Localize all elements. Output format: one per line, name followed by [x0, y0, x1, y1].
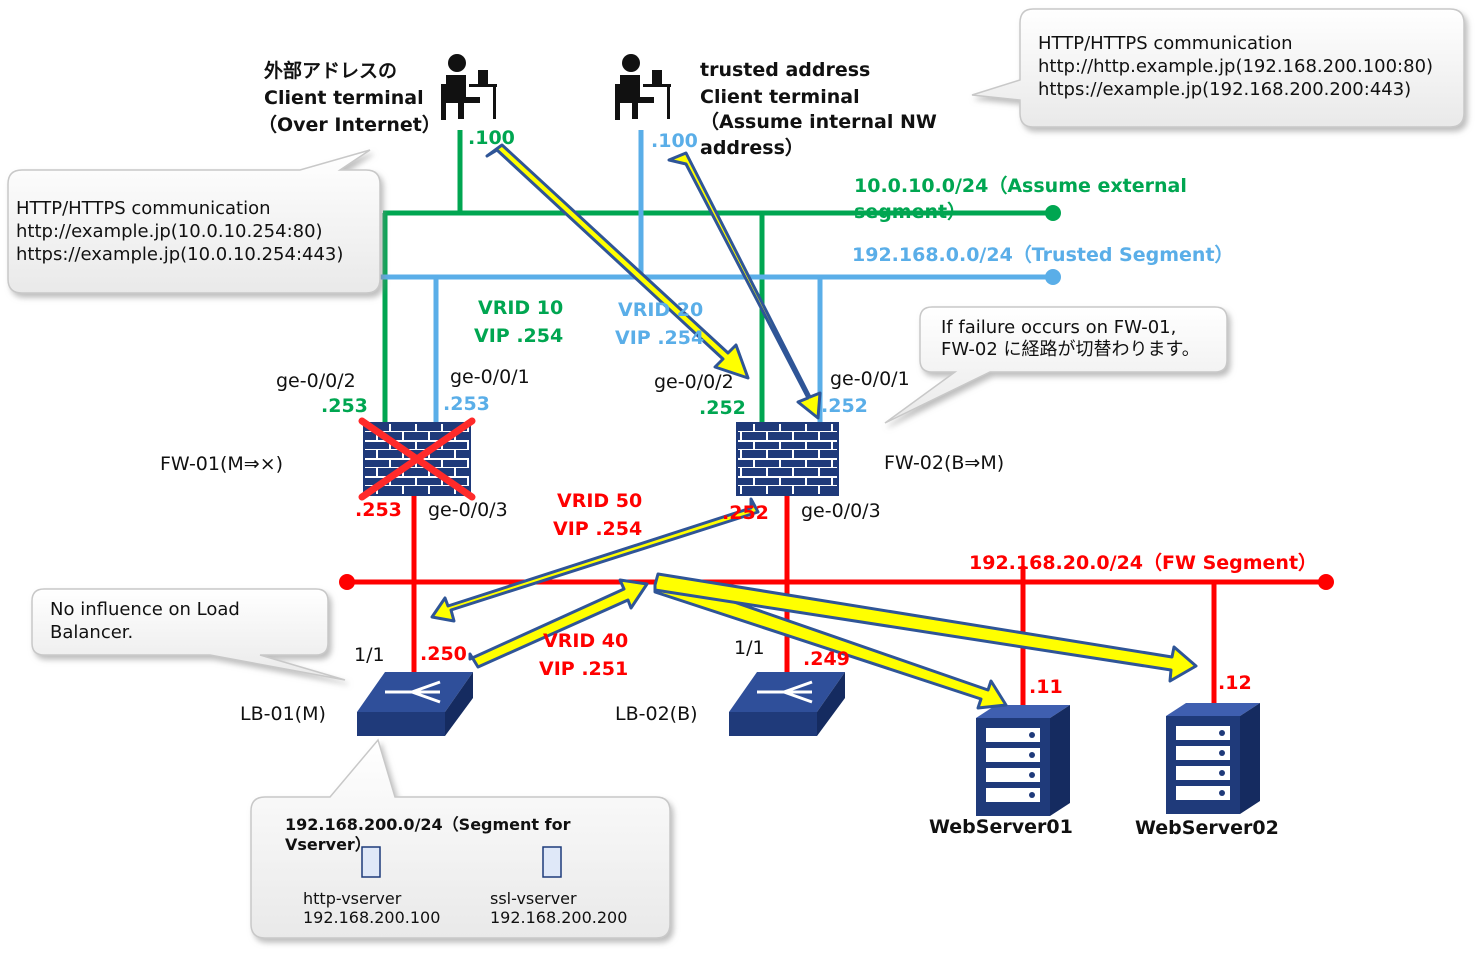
external-client-label-2: Client terminal	[264, 87, 424, 109]
lb-callout-line-1: No influence on Load	[50, 599, 240, 620]
lb01-port: 1/1	[354, 644, 385, 666]
ssl-vserver-icon	[542, 846, 562, 878]
http-vserver-name: http-vserver	[303, 889, 402, 908]
lb02-icon	[729, 672, 845, 736]
segment-end-dot	[1045, 205, 1061, 221]
vrid50-vip: VIP .254	[553, 518, 642, 540]
fw02-icon	[736, 422, 839, 496]
vserver-title-2: Vserver）	[285, 835, 371, 854]
web01-name: WebServer01	[929, 816, 1073, 838]
trusted-client-ip: .100	[651, 130, 698, 152]
vserver-title-1: 192.168.200.0/24（Segment for	[285, 815, 571, 834]
fw01-ge2-ip: .253	[321, 395, 368, 417]
trusted-client-label-3: （Assume internal NW	[700, 110, 937, 133]
fw01-icon	[358, 417, 476, 501]
trusted-segment-label: 192.168.0.0/24（Trusted Segment）	[852, 243, 1234, 266]
vrid20-label: VRID 20	[618, 299, 703, 321]
external-segment-label-2: segment）	[854, 200, 966, 223]
fw02-ge1-label: ge-0/0/1	[830, 368, 910, 390]
fw-segment-label: 192.168.20.0/24（FW Segment）	[969, 551, 1317, 574]
http-vserver-icon	[361, 846, 381, 878]
vrid10-vip: VIP .254	[474, 325, 563, 347]
fw02-ge3-ip: .252	[722, 502, 769, 524]
lb02-port: 1/1	[734, 637, 765, 659]
external-callout-line-2: http://example.jp(10.0.10.254:80)	[16, 221, 323, 242]
lb02-name: LB-02(B)	[615, 703, 698, 725]
trusted-http-callout	[971, 8, 1465, 128]
trusted-client-icon	[615, 54, 671, 120]
trusted-callout-line-2: http://http.example.jp(192.168.200.100:8…	[1038, 56, 1433, 77]
external-client-ip: .100	[468, 127, 515, 149]
lb01-name: LB-01(M)	[240, 703, 326, 725]
trusted-client-label-4: address）	[700, 136, 804, 159]
lb01-icon	[357, 672, 473, 736]
vrid10-label: VRID 10	[478, 297, 563, 319]
lb01-ip: .250	[420, 643, 467, 665]
trusted-client-label-1: trusted address	[700, 59, 870, 81]
web02-name: WebServer02	[1135, 817, 1279, 839]
ssl-vserver-name: ssl-vserver	[490, 889, 577, 908]
external-segment-label-1: 10.0.10.0/24（Assume external	[854, 174, 1187, 197]
external-callout-line-3: https://example.jp(10.0.10.254:443)	[16, 244, 343, 265]
trusted-callout-line-1: HTTP/HTTPS communication	[1038, 33, 1293, 54]
web02-ip: .12	[1218, 672, 1252, 694]
trusted-to-fw02-arrow	[667, 151, 822, 420]
trusted-callout-line-3: https://example.jp(192.168.200.200:443)	[1038, 79, 1411, 100]
external-to-fw02-arrow	[485, 143, 750, 380]
lb-callout	[31, 588, 346, 681]
fw02-ge2-ip: .252	[699, 397, 746, 419]
fw01-name: FW-01(M⇒×)	[160, 453, 283, 475]
ssl-vserver-ip: 192.168.200.200	[490, 908, 627, 927]
fw01-ge1-ip: .253	[443, 393, 490, 415]
fw02-ge1-ip: .252	[821, 395, 868, 417]
external-client-label-3: （Over Internet）	[258, 113, 441, 136]
vrid50-label: VRID 50	[557, 490, 642, 512]
failover-callout-line-2: FW-02 に経路が切替わります。	[941, 339, 1200, 360]
fw01-ge3-label: ge-0/0/3	[428, 499, 508, 521]
fw02-ge2-label: ge-0/0/2	[654, 371, 734, 393]
segment-end-dot	[1318, 574, 1334, 590]
external-callout-line-1: HTTP/HTTPS communication	[16, 198, 271, 219]
trusted-client-label-2: Client terminal	[700, 86, 860, 108]
external-client-label-1: 外部アドレスの	[264, 59, 397, 82]
fw01-ge2-label: ge-0/0/2	[276, 370, 356, 392]
failover-callout-line-1: If failure occurs on FW-01,	[941, 317, 1176, 338]
http-vserver-ip: 192.168.200.100	[303, 908, 440, 927]
lb-callout-line-2: Balancer.	[50, 622, 133, 643]
fw01-ge1-label: ge-0/0/1	[450, 366, 530, 388]
external-client-icon	[441, 54, 497, 120]
segment-end-dot	[1045, 269, 1061, 285]
web01-ip: .11	[1029, 676, 1063, 698]
failover-callout	[884, 306, 1228, 424]
lb02-ip: .249	[803, 648, 850, 670]
vip-to-web01-arrow	[653, 575, 1008, 710]
fw01-ge3-ip: .253	[355, 499, 402, 521]
vrid20-vip: VIP .254	[615, 327, 704, 349]
webserver02-icon	[1166, 703, 1260, 814]
vrid40-vip: VIP .251	[539, 658, 628, 680]
vip-to-web02-arrow	[653, 572, 1198, 683]
segment-end-dot	[339, 574, 355, 590]
vrid40-label: VRID 40	[543, 630, 628, 652]
external-http-callout	[7, 149, 381, 294]
vserver-callout	[250, 738, 671, 939]
fw02-to-lb01-arrow	[430, 497, 760, 623]
fw02-ge3-label: ge-0/0/3	[801, 500, 881, 522]
traffic-arrows	[430, 143, 1198, 710]
webserver01-icon	[976, 705, 1070, 816]
fw02-name: FW-02(B⇒M)	[884, 452, 1004, 474]
lb01-to-vip-arrow	[468, 578, 649, 669]
